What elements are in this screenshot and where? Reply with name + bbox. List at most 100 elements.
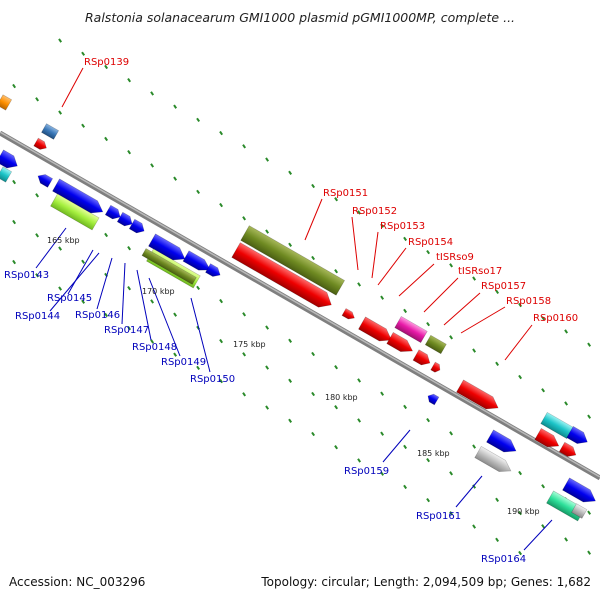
track-dash <box>357 210 362 215</box>
gene-label-rsp0164: RSp0164 <box>481 554 526 565</box>
gene-blue-e <box>116 211 133 227</box>
label-connector <box>443 292 481 326</box>
track-dash <box>403 404 408 410</box>
label-connector <box>304 198 323 241</box>
track-dash <box>242 144 247 149</box>
gene-olive-b <box>424 334 447 355</box>
label-connector <box>67 249 94 295</box>
label-connector <box>504 324 533 361</box>
gene-red-d <box>386 331 414 352</box>
track-dash <box>288 378 293 383</box>
track-dash <box>173 352 178 357</box>
track-dash <box>12 219 17 225</box>
label-connector <box>136 269 152 341</box>
track-dash <box>242 352 247 357</box>
gene-blue-g <box>148 233 186 261</box>
track-dash <box>242 312 247 317</box>
tick-label-190: 190 kbp <box>507 507 540 516</box>
gene-pink <box>394 315 428 343</box>
gene-gray <box>474 445 512 472</box>
gene-red-f <box>430 361 441 373</box>
track-dash <box>564 329 569 334</box>
gene-label-rsp0157: RSp0157 <box>481 281 526 292</box>
track-dash <box>265 325 270 330</box>
track-dash <box>81 299 86 304</box>
gene-label-tisrso9: tISRso9 <box>436 252 474 263</box>
gene-blue-j <box>427 393 440 406</box>
track-dash <box>58 286 63 291</box>
label-connector <box>382 429 411 463</box>
track-dash <box>58 110 63 115</box>
label-connector <box>190 297 211 373</box>
track-dash <box>173 104 178 109</box>
track-dash <box>104 312 109 318</box>
track-dash <box>288 338 293 343</box>
gene-blue-f <box>128 218 145 234</box>
gene-label-rsp0139: RSp0139 <box>84 57 129 68</box>
track-dash <box>311 183 316 189</box>
label-connector <box>96 257 113 310</box>
track-dash <box>449 471 454 476</box>
track-dash <box>564 401 569 406</box>
gene-label-rsp0144: RSp0144 <box>15 311 60 322</box>
gene-rsp0139 <box>41 123 60 140</box>
track-dash <box>426 321 431 327</box>
gene-red-h <box>558 441 577 457</box>
track-dash <box>357 418 362 423</box>
gene-red-g <box>534 427 560 448</box>
track-dash <box>587 510 592 515</box>
track-dash <box>265 405 270 410</box>
track-dash <box>173 176 178 181</box>
gene-label-rsp0146: RSp0146 <box>75 310 120 321</box>
map-title: Ralstonia solanacearum GMI1000 plasmid p… <box>84 10 516 25</box>
track-dash <box>334 445 339 450</box>
gene-blue-d <box>104 204 121 220</box>
gene-olive-rsp0151 <box>240 225 346 296</box>
track-dash <box>196 365 201 371</box>
label-connectors <box>35 67 553 551</box>
label-connector <box>460 306 506 334</box>
track-dash <box>472 276 477 281</box>
label-connector <box>49 252 100 312</box>
track-dash <box>426 457 431 463</box>
gene-label-rsp0161: RSp0161 <box>416 511 461 522</box>
gene-label-rsp0158: RSp0158 <box>506 296 551 307</box>
track-dash <box>104 232 109 238</box>
track-dash <box>288 418 293 423</box>
track-dash <box>495 537 500 542</box>
track-dash <box>265 229 270 234</box>
gene-blue-c <box>52 178 104 214</box>
gene-red-b <box>341 308 355 320</box>
track-dash <box>541 524 546 529</box>
label-connector <box>423 277 459 313</box>
label-connector <box>148 277 181 357</box>
track-dash <box>288 170 293 175</box>
track-dash <box>380 391 385 396</box>
track-dash <box>587 342 592 347</box>
track-dash <box>518 550 523 556</box>
track-dash <box>12 83 17 89</box>
track-dash <box>104 136 109 142</box>
track-dash <box>81 51 86 56</box>
track-dash <box>518 470 523 476</box>
accession-text: Accession: NC_003296 <box>9 575 146 589</box>
track-dash <box>380 471 385 476</box>
gene-cyan-b <box>540 411 574 439</box>
track-dash <box>472 444 477 449</box>
gene-label-rsp0149: RSp0149 <box>161 357 206 368</box>
track-dash <box>35 193 40 198</box>
gene-blue-a <box>0 149 18 169</box>
track-dash <box>449 511 454 516</box>
track-dash <box>196 189 201 195</box>
gene-gray-b <box>571 503 588 519</box>
track-dash <box>472 348 477 353</box>
track-dash <box>518 510 523 516</box>
track-dash <box>334 269 339 274</box>
track-dash <box>35 97 40 102</box>
gene-red-c <box>358 316 392 342</box>
track-dash <box>403 308 408 314</box>
track-dash <box>449 431 454 436</box>
track-dash <box>380 223 385 228</box>
gene-cyan-a <box>0 166 13 183</box>
track-dash <box>426 497 431 503</box>
